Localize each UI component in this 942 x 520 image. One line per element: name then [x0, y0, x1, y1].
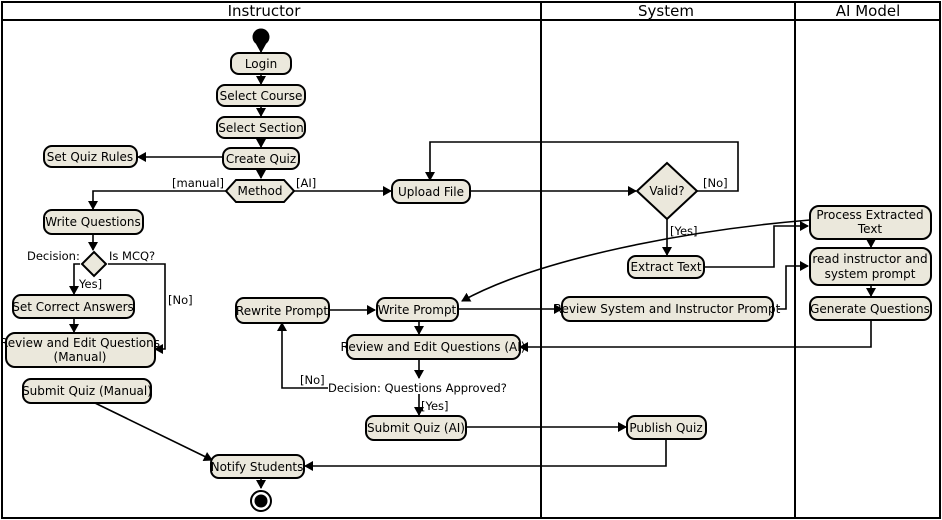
node-select-section: Select Section	[216, 116, 306, 139]
node-review-edit-manual: Review and Edit Questions (Manual)	[0, 332, 160, 368]
svg-text:Set Correct Answers: Set Correct Answers	[12, 300, 134, 314]
svg-text:Publish Quiz: Publish Quiz	[629, 421, 702, 435]
svg-text:Login: Login	[245, 57, 277, 71]
label-mcq-no: [No]	[168, 293, 193, 307]
label-approved-no: [No]	[300, 373, 325, 387]
svg-text:Process Extracted: Process Extracted	[816, 208, 923, 222]
node-process-extracted-text: Process Extracted Text	[809, 205, 932, 240]
edge-process-writeprompt	[461, 219, 811, 302]
svg-text:Set Quiz Rules: Set Quiz Rules	[47, 150, 133, 164]
node-select-course: Select Course	[216, 84, 306, 107]
svg-text:Select Section: Select Section	[218, 121, 303, 135]
svg-text:Review System and Instructor P: Review System and Instructor Prompt	[554, 302, 781, 316]
svg-text:system prompt: system prompt	[825, 267, 916, 281]
svg-text:Write Prompt: Write Prompt	[378, 303, 457, 317]
svg-text:Select Course: Select Course	[220, 89, 303, 103]
svg-text:read instructor and: read instructor and	[812, 252, 927, 266]
label-ai: [AI]	[296, 176, 316, 190]
edge-mcq-yes	[69, 263, 80, 295]
node-publish-quiz: Publish Quiz	[626, 415, 707, 440]
lane-header-ai-model: AI Model	[836, 2, 901, 20]
svg-text:Extract Text: Extract Text	[630, 260, 701, 274]
node-login: Login	[230, 52, 292, 75]
node-write-prompt: Write Prompt	[376, 297, 459, 322]
edge-mcq-no	[108, 263, 166, 354]
node-submit-quiz-manual: Submit Quiz (Manual)	[22, 378, 152, 404]
edge-submitmanual-notify	[94, 402, 213, 461]
node-generate-questions: Generate Questions	[809, 296, 932, 321]
node-write-questions: Write Questions	[43, 209, 144, 235]
edge-valid-no-loop	[425, 141, 739, 192]
end-node	[250, 490, 272, 512]
decision-method: Method	[224, 179, 296, 203]
edge-decision-no-rewrite	[277, 322, 328, 389]
node-set-correct-answers: Set Correct Answers	[12, 294, 135, 319]
label-valid-no: [No]	[703, 176, 728, 190]
node-upload-file: Upload File	[391, 179, 471, 204]
node-notify-students: Notify Students	[210, 454, 305, 479]
node-set-quiz-rules: Set Quiz Rules	[43, 145, 138, 168]
svg-text:Upload File: Upload File	[398, 185, 464, 199]
lane-header-system: System	[638, 2, 694, 20]
svg-text:Method: Method	[237, 184, 282, 198]
svg-text:Create Quiz: Create Quiz	[226, 152, 296, 166]
node-read-instructor-system-prompt: read instructor and system prompt	[809, 247, 932, 286]
edges	[69, 44, 876, 489]
lane-header-instructor: Instructor	[228, 2, 302, 20]
edge-review-prompt-read	[778, 261, 809, 310]
node-submit-quiz-ai: Submit Quiz (AI)	[365, 415, 467, 441]
label-approved-yes: [Yes]	[421, 399, 449, 413]
svg-text:Valid?: Valid?	[649, 184, 684, 198]
svg-text:Submit Quiz (AI): Submit Quiz (AI)	[367, 421, 465, 435]
label-decision: Decision:	[27, 249, 80, 263]
svg-text:Rewrite Prompt: Rewrite Prompt	[236, 304, 329, 318]
svg-text:Text: Text	[857, 222, 883, 236]
label-questions-approved: Decision: Questions Approved?	[328, 381, 507, 395]
svg-text:Notify Students: Notify Students	[211, 460, 304, 474]
decision-valid: Valid?	[635, 161, 699, 221]
svg-text:Generate Questions: Generate Questions	[810, 302, 930, 316]
label-valid-yes: [Yes]	[670, 224, 698, 238]
edge-extract-process	[704, 221, 809, 268]
decision-is-mcq	[80, 250, 108, 278]
edge-publish-notify	[304, 439, 667, 471]
start-node	[252, 28, 270, 46]
node-review-system-instructor-prompt: Review System and Instructor Prompt	[554, 296, 781, 322]
svg-text:Review and Edit Questions (AI): Review and Edit Questions (AI)	[341, 340, 526, 354]
label-mcq-yes: Yes]	[78, 277, 102, 291]
svg-text:(Manual): (Manual)	[54, 350, 107, 364]
node-create-quiz: Create Quiz	[222, 147, 300, 170]
svg-text:Review and Edit Questions: Review and Edit Questions	[0, 336, 160, 350]
label-is-mcq: Is MCQ?	[109, 249, 155, 263]
svg-text:Write Questions: Write Questions	[45, 215, 140, 229]
node-extract-text: Extract Text	[627, 255, 705, 279]
edge-generate-reviewai	[519, 320, 872, 352]
svg-text:Submit Quiz (Manual): Submit Quiz (Manual)	[22, 384, 152, 398]
edge-method-manual	[88, 190, 227, 210]
node-rewrite-prompt: Rewrite Prompt	[235, 297, 330, 324]
label-manual: [manual]	[172, 176, 224, 190]
node-review-edit-ai: Review and Edit Questions (AI)	[341, 334, 526, 360]
